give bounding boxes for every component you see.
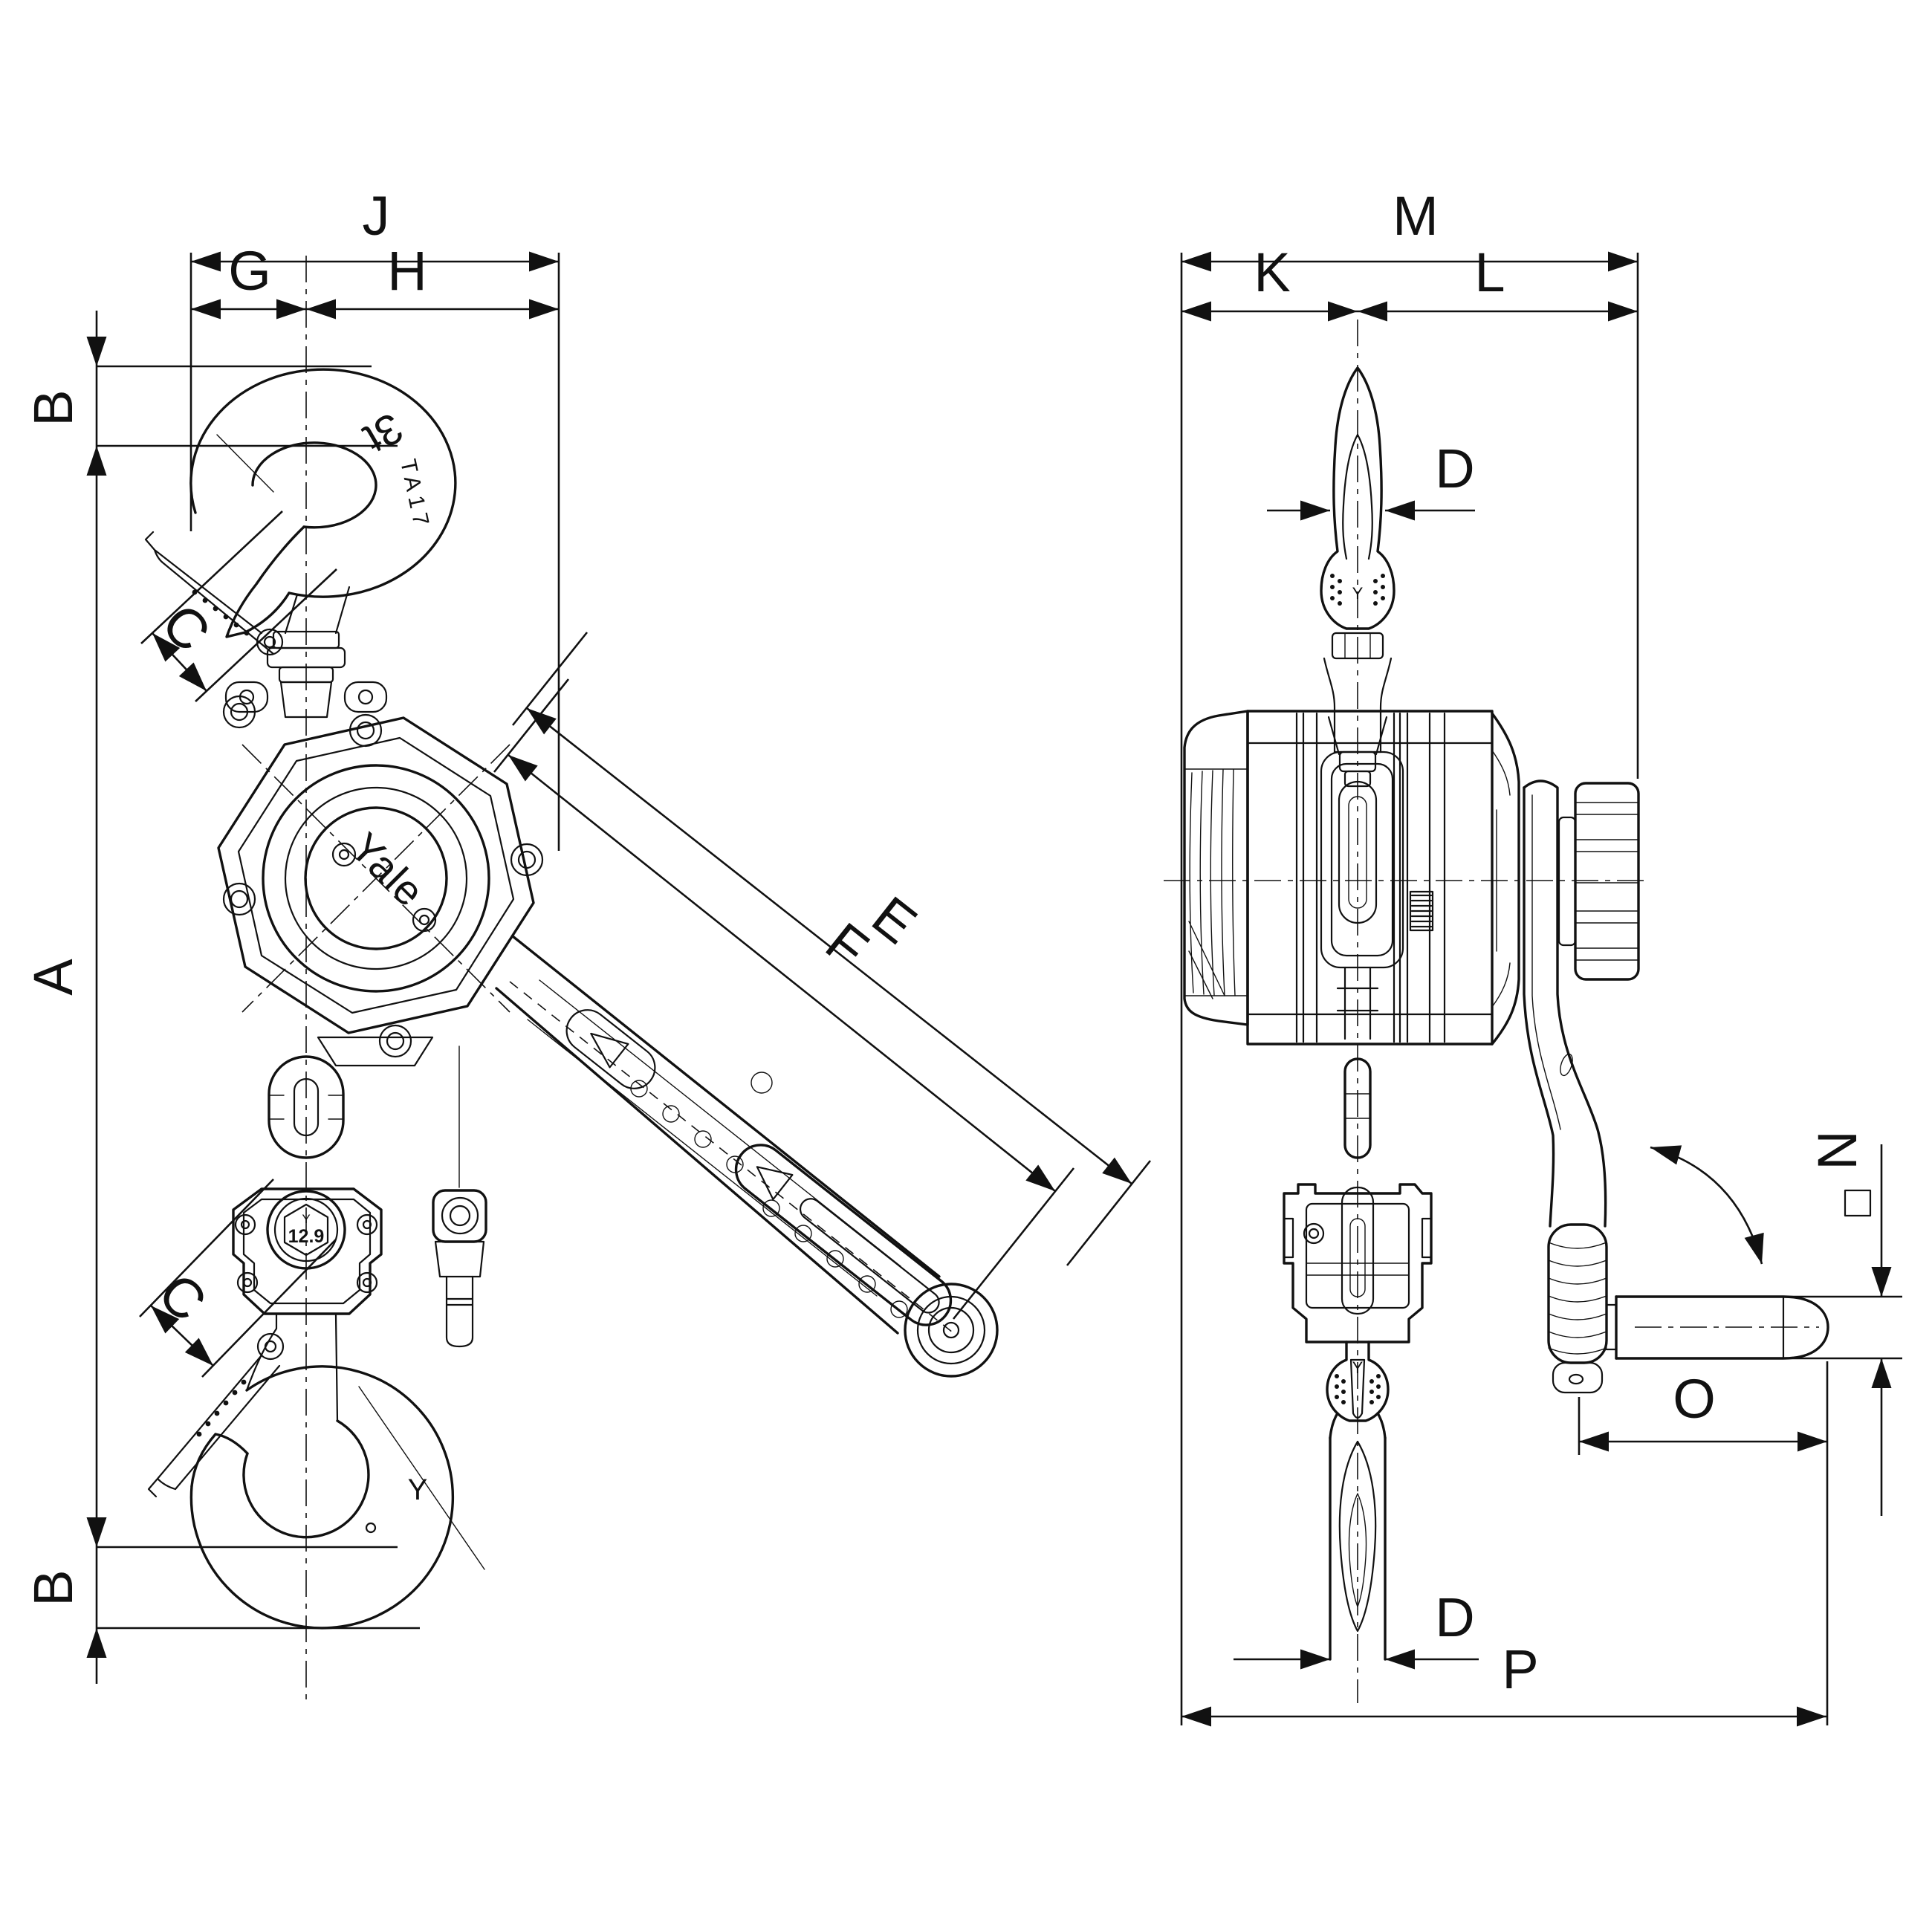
side-view: M K L Y [1164, 185, 1902, 1727]
section-line [216, 434, 274, 493]
dim-O: O [1578, 1361, 1829, 1725]
ratchet-hatch [1409, 890, 1434, 932]
dim-label-g: G [228, 240, 271, 302]
dim-N: N [1780, 1130, 1902, 1516]
dim-P: P [1181, 1638, 1826, 1727]
dim-label-b-top: B [22, 389, 84, 426]
bottom-latch-dots [1335, 1374, 1381, 1404]
dim-label-h: H [387, 240, 427, 302]
dim-label-n: N [1806, 1130, 1868, 1170]
dim-D-top: D [1267, 438, 1475, 521]
lever-direction-marker [565, 1009, 656, 1089]
bottom-block-side [1283, 1183, 1433, 1343]
chain-link-side-small [1343, 1057, 1372, 1159]
lever-end-cap [1552, 1361, 1604, 1394]
dim-label-k: K [1254, 242, 1290, 303]
top-latch-dots [1330, 574, 1385, 606]
bolt-grade-marking: 12.9 [288, 1226, 325, 1247]
hand-lever-side [1523, 779, 1608, 1394]
hook-yale-mark: Y [408, 1474, 428, 1506]
gear-cover-outer [262, 764, 490, 993]
bottom-block-front: Y 12.9 [232, 1187, 383, 1315]
latch-yale-mark-bottom: Y [1352, 1358, 1364, 1377]
lever-grip-serrations [630, 1072, 908, 1318]
handle-bar [1605, 1295, 1829, 1360]
dim-label-p: P [1502, 1638, 1538, 1700]
housing-lower-lug [317, 1036, 434, 1067]
chain-link-front [268, 1055, 345, 1159]
dim-A-B: B A B [22, 311, 420, 1684]
handwheel [1557, 782, 1640, 981]
section-line [358, 1386, 485, 1570]
bottom-hook-side: Y [1326, 1341, 1390, 1422]
housing-cone [1491, 712, 1520, 1046]
latch-yale-mark: Y [1352, 584, 1364, 603]
housing-side [1183, 710, 1520, 1046]
top-hook-latch [144, 531, 284, 656]
dim-M: M [1180, 185, 1639, 1725]
bottom-chain-side [1329, 1412, 1387, 1661]
dim-K-L: K L [1181, 242, 1638, 322]
dim-label-d-bottom: D [1435, 1586, 1474, 1648]
dim-label-a: A [22, 959, 84, 996]
square-section-symbol-icon [1844, 1189, 1872, 1217]
dim-label-b-bottom: B [22, 1569, 84, 1606]
suspension-ear-right [343, 681, 388, 713]
dim-label-l: L [1474, 242, 1505, 303]
bolt-yale-mark: Y [302, 1212, 310, 1226]
housing-screws [222, 695, 544, 1058]
bottom-hook-latch [147, 1332, 285, 1498]
housing-plates [1246, 710, 1494, 1046]
hand-lever-front [495, 935, 999, 1378]
dim-label-j: J [363, 185, 390, 247]
dim-label-o: O [1673, 1368, 1716, 1430]
lever-rotation-arc [1647, 1137, 1772, 1267]
chain-anchor-pin [432, 1046, 487, 1348]
gear-cover-drum [1183, 710, 1249, 1026]
bottom-hook: Y [147, 1314, 485, 1630]
dim-label-m: M [1393, 185, 1439, 247]
dim-D-bottom: D [1234, 1586, 1479, 1670]
dim-label-d-top: D [1435, 438, 1474, 499]
dim-G-H: G H [191, 240, 559, 320]
